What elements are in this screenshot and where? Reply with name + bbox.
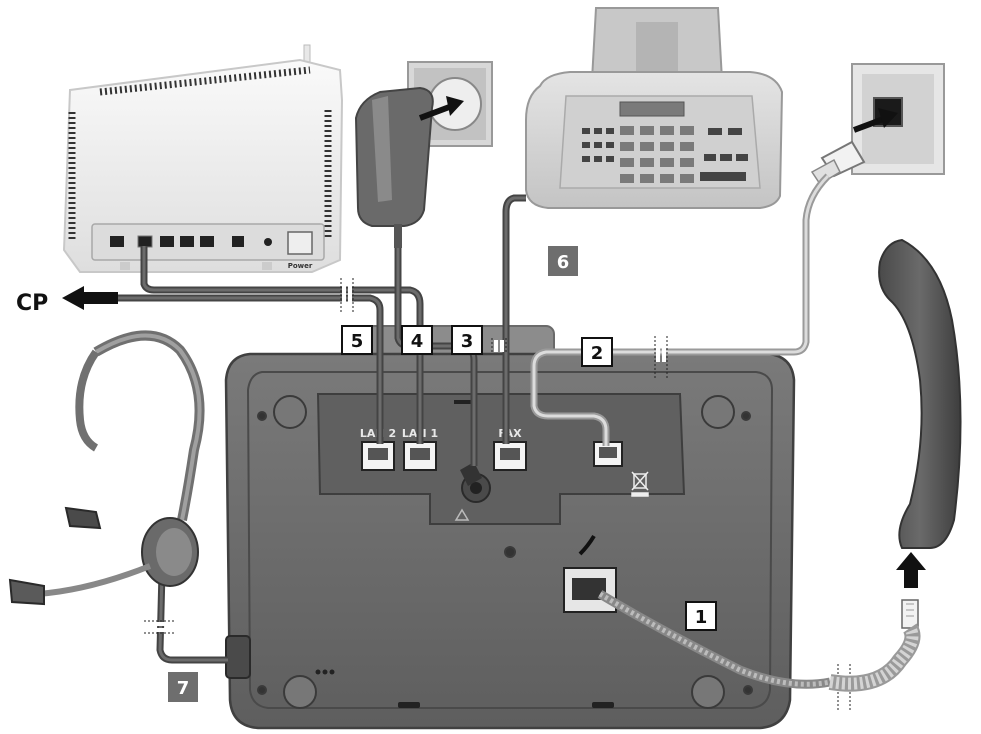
base-inner-rim: [246, 371, 774, 709]
port-line-socket: [599, 447, 617, 458]
power-symbol-icon: [454, 508, 470, 521]
fax-right-buttons: [700, 128, 748, 181]
port-lan1-socket: [410, 448, 430, 460]
power-plug-head: [460, 462, 482, 486]
fax-machine: [525, 7, 784, 209]
port-headset: [225, 635, 251, 679]
callout-4: 4: [411, 331, 424, 352]
phone-wall-jack: [851, 63, 945, 175]
callout-5: 5: [351, 331, 364, 352]
headset-mic: [8, 578, 45, 606]
port-handset-socket: [572, 578, 606, 600]
callout-box-2: 2: [581, 337, 613, 367]
fax-display: [619, 101, 685, 117]
headset-band-highlight: [94, 333, 202, 521]
callout-7: 7: [177, 678, 190, 699]
socket-arrow-shaft: [418, 103, 454, 121]
label-fax: FAX: [498, 427, 522, 440]
router-foot-right: [262, 262, 272, 270]
base-feet-slots: [315, 669, 614, 708]
callout-box-3: 3: [451, 325, 483, 355]
power-jack-center: [470, 482, 482, 494]
base-station: LAN 2 LAN 1 FAX: [224, 325, 796, 730]
callout-box-5: 5: [341, 325, 373, 355]
headset-mic-boom: [37, 563, 152, 597]
fax-paper-slot: [636, 22, 678, 80]
router-lan-ports: [110, 235, 272, 248]
cable-phone-line-highlight: [532, 174, 830, 446]
headset-earpiece-cushion: [156, 528, 192, 576]
router-foot-left: [120, 262, 130, 270]
handset-arrow-shaft: [904, 568, 918, 588]
power-adapter: [354, 86, 434, 248]
headset-back-pad: [64, 506, 102, 530]
router-power-switch: [287, 231, 313, 255]
callout-box-4: 4: [401, 325, 433, 355]
cable-headset-highlight: [158, 571, 228, 662]
cable-lan2-highlight: [118, 296, 382, 444]
cp-arrow: [62, 286, 118, 310]
headset: [8, 330, 205, 606]
callout-box-7: 7: [168, 672, 198, 702]
router-body: [62, 58, 344, 273]
port-fax-socket: [500, 448, 520, 460]
base-ports: [361, 441, 623, 471]
handset-cord-coils: [598, 591, 831, 687]
router-top-vents: [99, 66, 311, 96]
wall-jack-arrow-head: [878, 108, 898, 128]
router: Power: [62, 44, 344, 273]
handset: [878, 238, 962, 549]
cable-lan1-highlight: [142, 246, 422, 444]
socket-arrow-head: [446, 96, 464, 116]
callout-2: 2: [591, 343, 604, 364]
cable-fax-highlight: [504, 196, 526, 444]
handset-plug: [901, 599, 919, 629]
port-lan2-socket: [368, 448, 388, 460]
router-power-label: Power: [288, 262, 313, 270]
handset-cord-spiral-coils: [829, 624, 919, 690]
callout-box-1: 1: [685, 601, 717, 631]
fax-left-buttons: [582, 128, 614, 162]
cable-power-highlight: [396, 248, 476, 466]
headset-band: [93, 330, 205, 521]
wall-jack-arrow-shaft: [852, 115, 888, 133]
fax-keypad: [620, 126, 694, 183]
base-screws: [257, 395, 753, 709]
weee-bin-icon: [631, 471, 649, 497]
adapter-strain-relief: [394, 224, 402, 248]
handset-arrow-head: [896, 552, 926, 570]
callout-1: 1: [695, 607, 708, 628]
headset-band-back: [75, 349, 100, 452]
cp-label: CP: [16, 291, 48, 316]
callout-3: 3: [461, 331, 474, 352]
wall-socket: [407, 61, 493, 147]
callout-box-6: 6: [548, 246, 578, 276]
handset-symbol-icon: [578, 534, 596, 556]
callout-6: 6: [557, 252, 570, 273]
phone-line-plug: [810, 140, 866, 186]
